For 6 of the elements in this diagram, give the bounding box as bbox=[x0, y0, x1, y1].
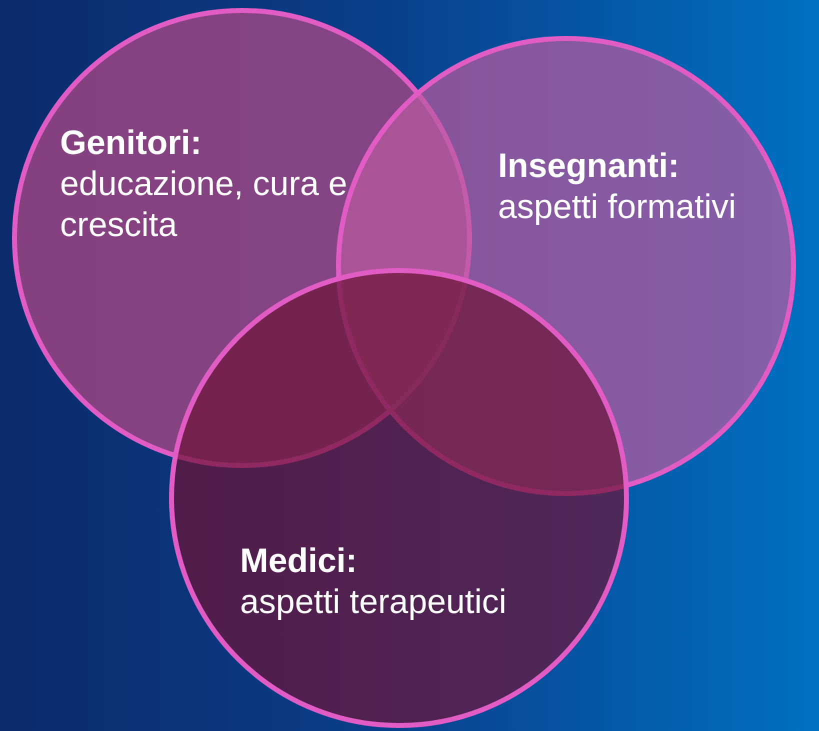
circle-heading: Genitori: bbox=[60, 123, 203, 164]
circle-description: educazione, cura e crescita bbox=[60, 164, 348, 246]
circle-description: aspetti formativi bbox=[498, 186, 738, 228]
circle-description: aspetti terapeutici bbox=[240, 582, 508, 623]
circle-heading: Medici: bbox=[240, 541, 358, 582]
circle-heading: Insegnanti: bbox=[498, 146, 680, 187]
